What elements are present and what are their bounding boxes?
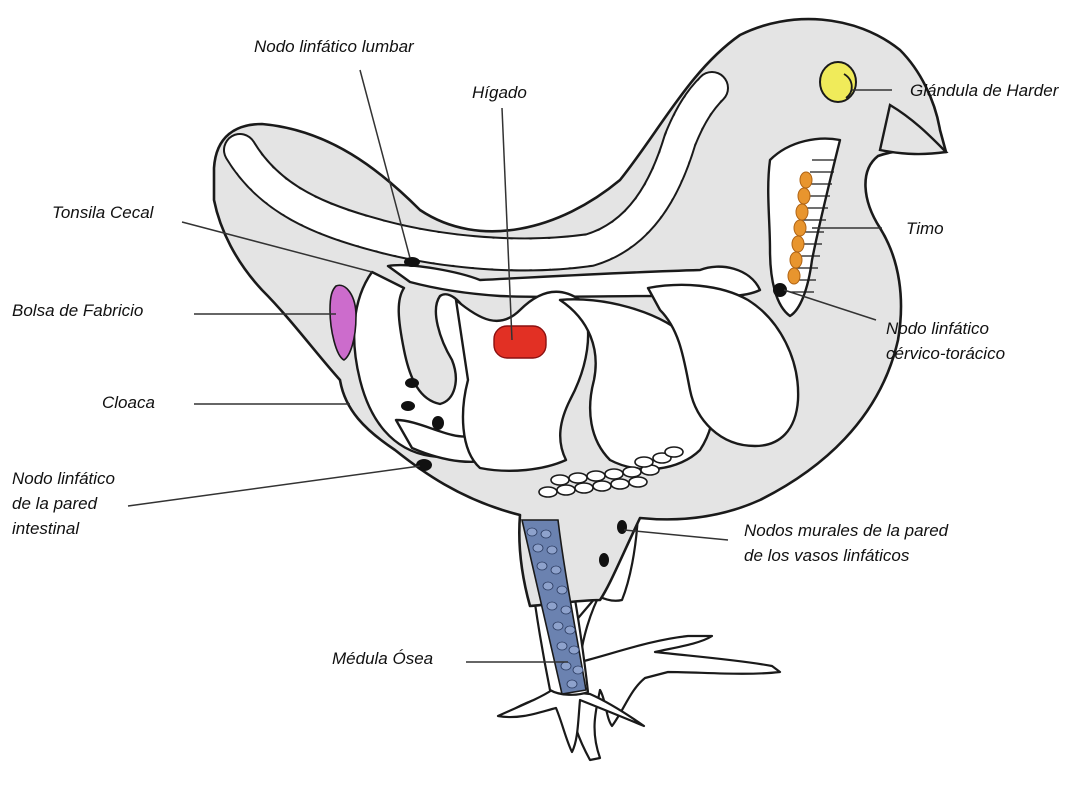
- label-medula-osea: Médula Ósea: [332, 646, 433, 671]
- intestinal-wall-node-3: [432, 416, 444, 430]
- label-nodo-pared-line-3: intestinal: [12, 516, 115, 541]
- liver: [494, 326, 546, 358]
- label-nodo-cervico-toracico: Nodo linfático cérvico-torácico: [886, 316, 1005, 366]
- leader-nodo-pared-intestinal: [128, 466, 420, 506]
- lumbar-lymph-node: [404, 257, 420, 267]
- label-nodo-linfatico-lumbar: Nodo linfático lumbar: [254, 34, 414, 59]
- intestinal-wall-node-2: [401, 401, 415, 411]
- label-nodo-cervico-line-1: Nodo linfático: [886, 316, 1005, 341]
- label-cloaca: Cloaca: [102, 390, 155, 415]
- label-timo: Timo: [906, 216, 944, 241]
- label-nodo-pared-line-1: Nodo linfático: [12, 466, 115, 491]
- label-nodo-pared-intestinal: Nodo linfático de la pared intestinal: [12, 466, 115, 541]
- label-nodos-murales: Nodos murales de la pared de los vasos l…: [744, 518, 948, 568]
- label-nodo-cervico-line-2: cérvico-torácico: [886, 341, 1005, 366]
- label-tonsila-cecal: Tonsila Cecal: [52, 200, 153, 225]
- intestinal-wall-node-1: [405, 378, 419, 388]
- label-bolsa-de-fabricio: Bolsa de Fabricio: [12, 298, 143, 323]
- label-nodo-pared-line-2: de la pared: [12, 491, 115, 516]
- label-glandula-de-harder: Glándula de Harder: [910, 78, 1058, 103]
- mural-node-1: [617, 520, 627, 534]
- mural-node-2: [599, 553, 609, 567]
- leader-nodos-murales: [624, 530, 728, 540]
- intestinal-wall-node-4: [416, 459, 432, 471]
- label-nodos-murales-line-1: Nodos murales de la pared: [744, 518, 948, 543]
- label-higado: Hígado: [472, 80, 527, 105]
- label-nodos-murales-line-2: de los vasos linfáticos: [744, 543, 948, 568]
